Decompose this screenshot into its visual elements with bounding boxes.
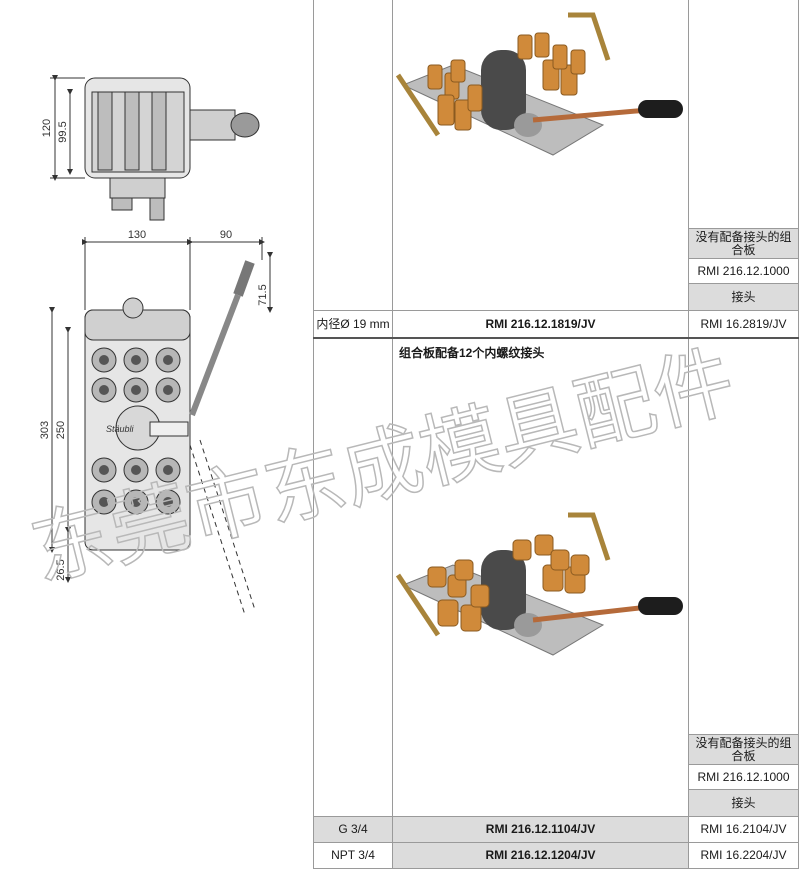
dim-top-height: 120 <box>41 119 53 137</box>
section1-label: 内径Ø 19 mm <box>316 316 390 331</box>
side-code-2: RMI 216.12.1000 <box>697 769 790 784</box>
divider-label-col <box>392 0 393 869</box>
row1-code: RMI 216.12.1104/JV <box>393 817 688 842</box>
section1-code: RMI 216.12.1819/JV <box>485 316 596 331</box>
row2-label: NPT 3/4 <box>331 848 375 862</box>
brand-mark: Stäubli <box>106 424 135 434</box>
product-photo-1 <box>395 12 683 156</box>
right-edge <box>798 0 799 869</box>
rule <box>688 228 799 229</box>
side-header-2: 没有配备接头的组合板 <box>689 735 798 764</box>
rule <box>313 842 799 843</box>
side-fitting-header-2: 接头 <box>689 790 798 816</box>
rule <box>688 789 799 790</box>
rule <box>313 310 799 311</box>
side-code-1: RMI 216.12.1000 <box>697 263 790 278</box>
section2-title: 组合板配备12个内螺纹接头 <box>399 346 545 360</box>
side-fitting-header-1: 接头 <box>689 284 798 310</box>
rule <box>688 258 799 259</box>
rule <box>688 283 799 284</box>
dim-width-body: 130 <box>128 229 146 241</box>
rule <box>688 734 799 735</box>
row2-code: RMI 216.12.1204/JV <box>393 843 688 868</box>
divider-side-col <box>688 0 689 869</box>
dim-inner-height: 250 <box>55 421 67 439</box>
dim-width-handle: 90 <box>220 229 232 241</box>
side-header-1: 没有配备接头的组合板 <box>689 229 798 258</box>
row1-label: G 3/4 <box>314 817 392 842</box>
row1-fitting: RMI 16.2104/JV <box>700 822 787 836</box>
dim-handle-offset: 71.5 <box>257 284 269 305</box>
technical-drawing: 120 99.5 Stäubli 130 90 <box>39 75 273 616</box>
product-photo-2 <box>395 512 683 656</box>
section1-fitting-code: RMI 16.2819/JV <box>700 316 787 331</box>
row2-fitting: RMI 16.2204/JV <box>700 848 787 862</box>
rule <box>313 337 799 339</box>
divider-drawing <box>313 0 314 869</box>
dim-bottom-offset: 26.5 <box>55 559 67 580</box>
rule <box>313 816 799 817</box>
dim-total-height: 303 <box>39 421 51 439</box>
dim-top-inner: 99.5 <box>57 121 69 142</box>
rule <box>688 764 799 765</box>
